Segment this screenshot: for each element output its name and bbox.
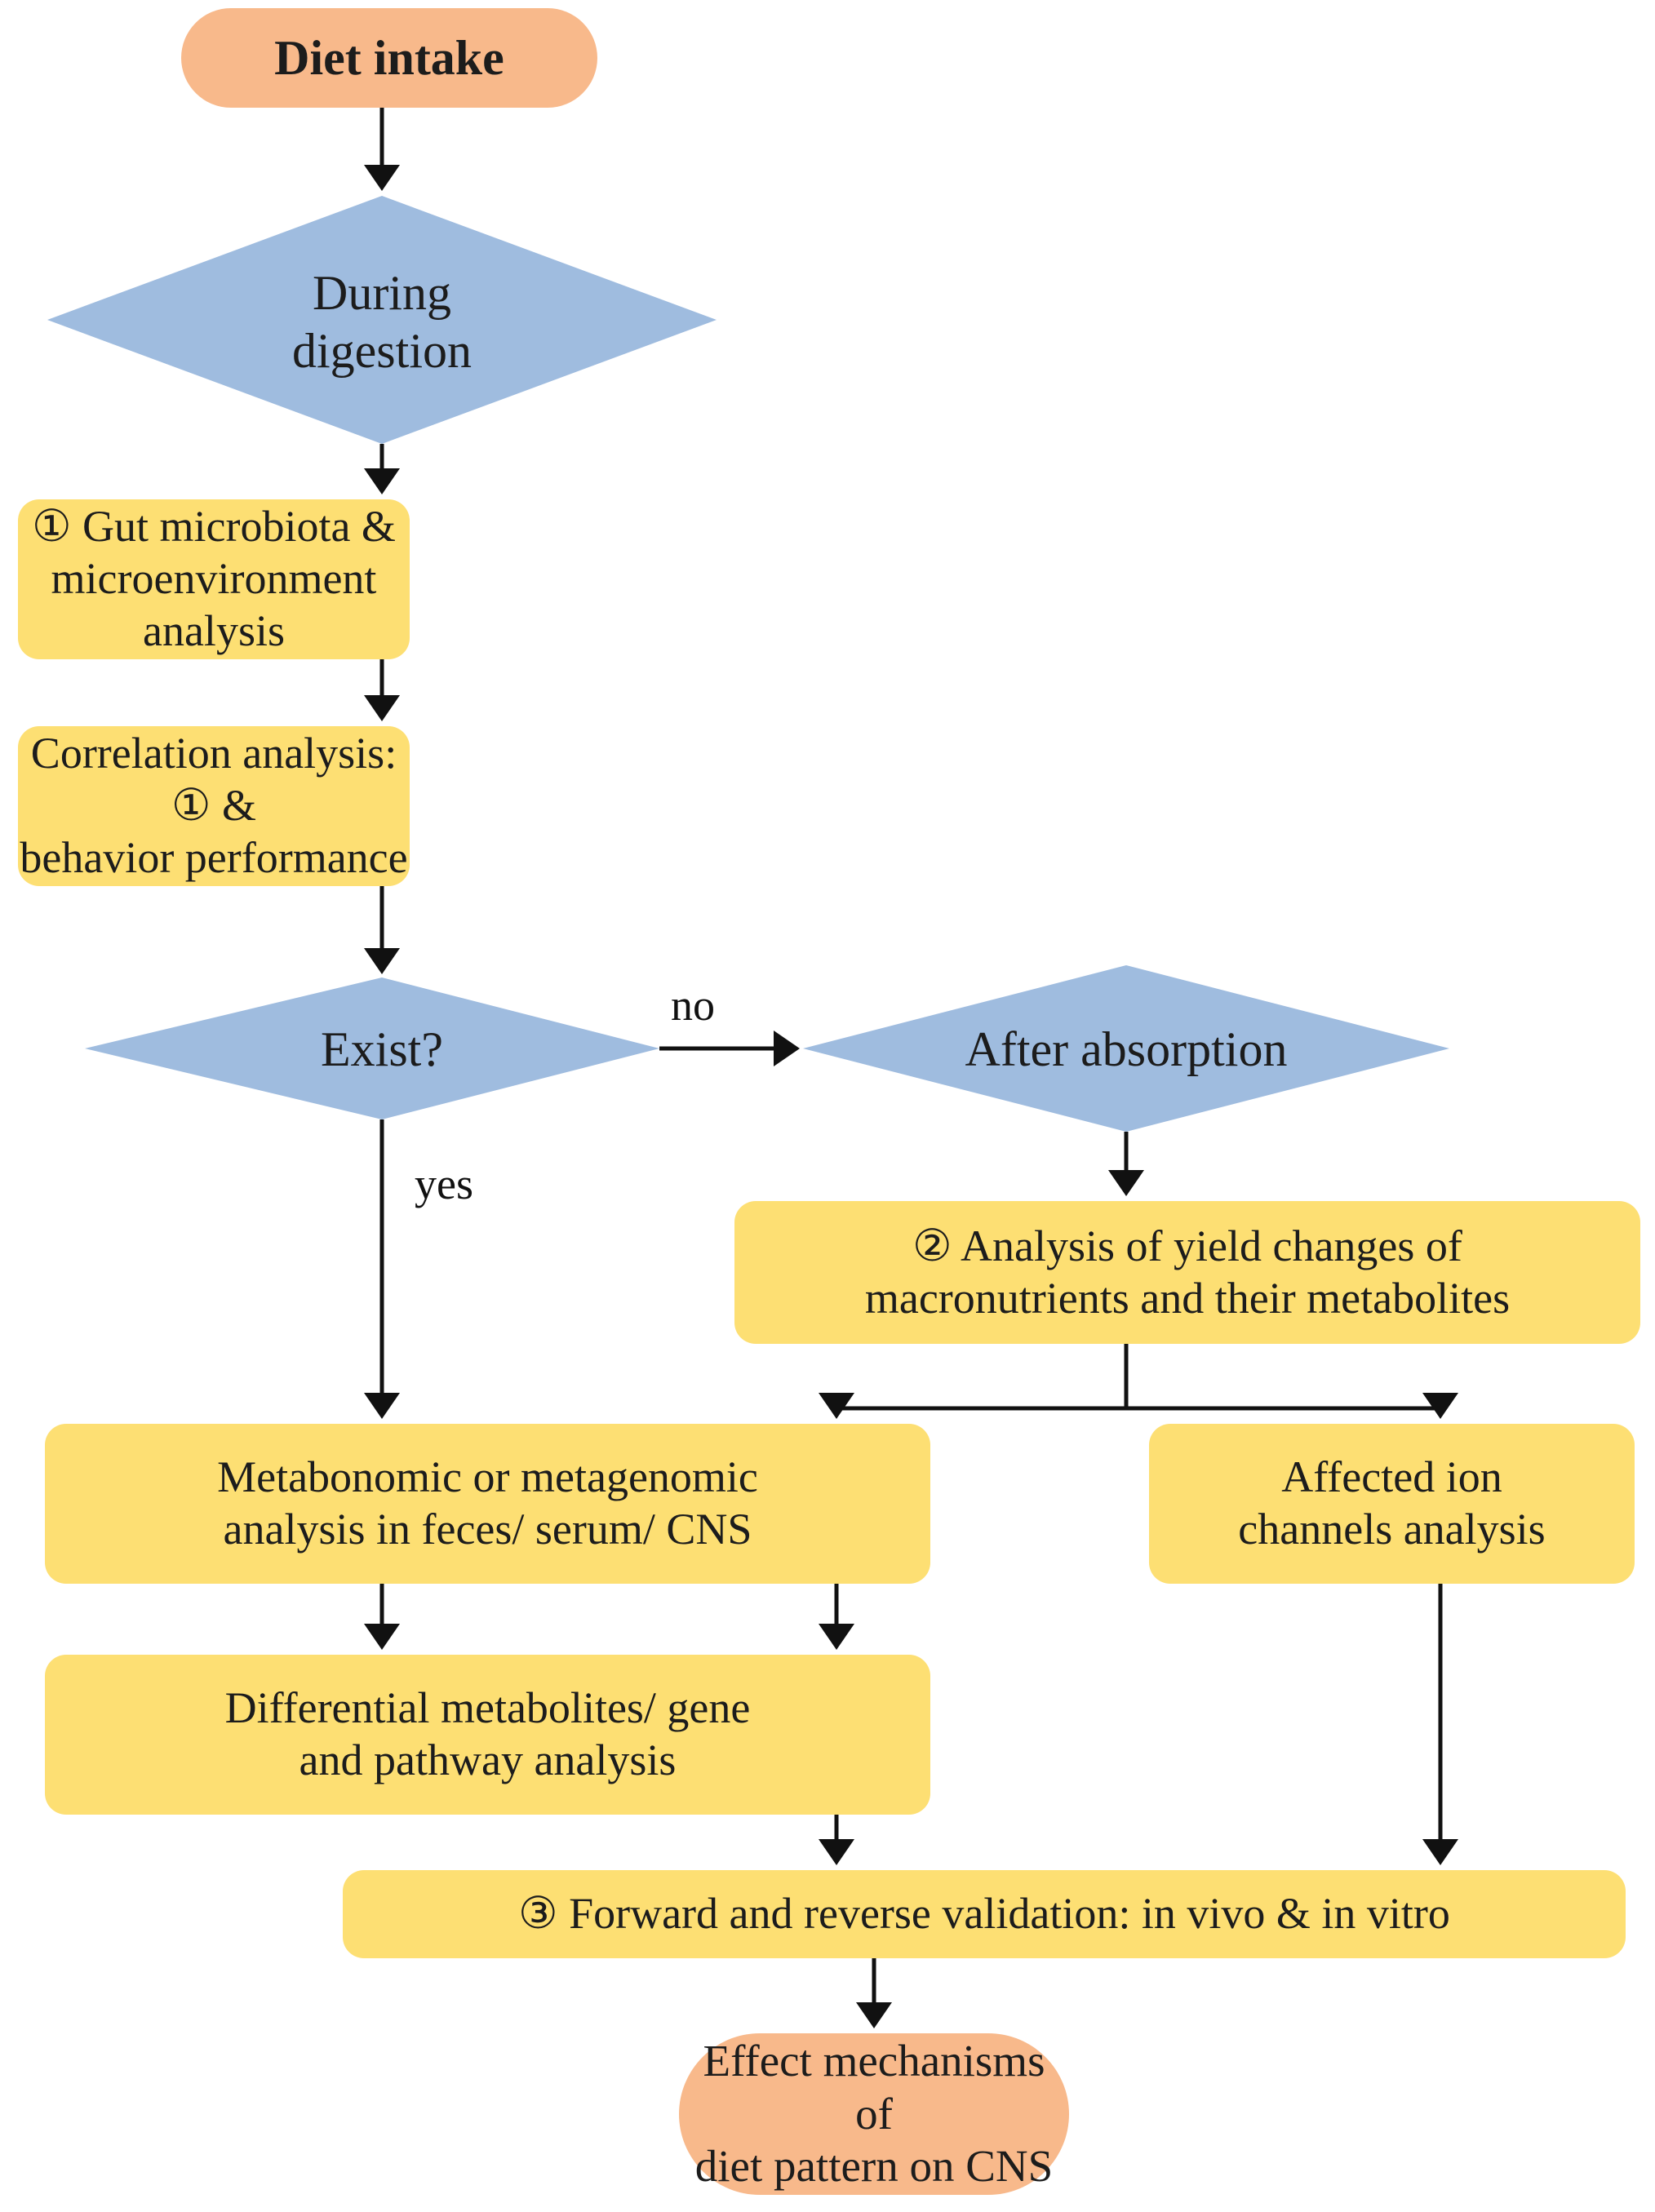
- node-yield-changes-shape[interactable]: [734, 1201, 1640, 1344]
- node-exist-shape[interactable]: [85, 977, 659, 1119]
- node-differential-shape[interactable]: [45, 1655, 930, 1815]
- node-effect-mechanisms-shape[interactable]: [679, 2033, 1069, 2195]
- node-metabonomic-shape[interactable]: [45, 1424, 930, 1584]
- node-during-digestion-shape[interactable]: [47, 196, 717, 444]
- node-gut-microbiota-shape[interactable]: [18, 499, 410, 659]
- node-correlation-shape[interactable]: [18, 726, 410, 886]
- node-after-absorption-shape[interactable]: [803, 965, 1449, 1132]
- node-validation-shape[interactable]: [343, 1870, 1626, 1958]
- node-ion-channels-shape[interactable]: [1149, 1424, 1635, 1584]
- node-diet-intake-shape[interactable]: [181, 8, 597, 108]
